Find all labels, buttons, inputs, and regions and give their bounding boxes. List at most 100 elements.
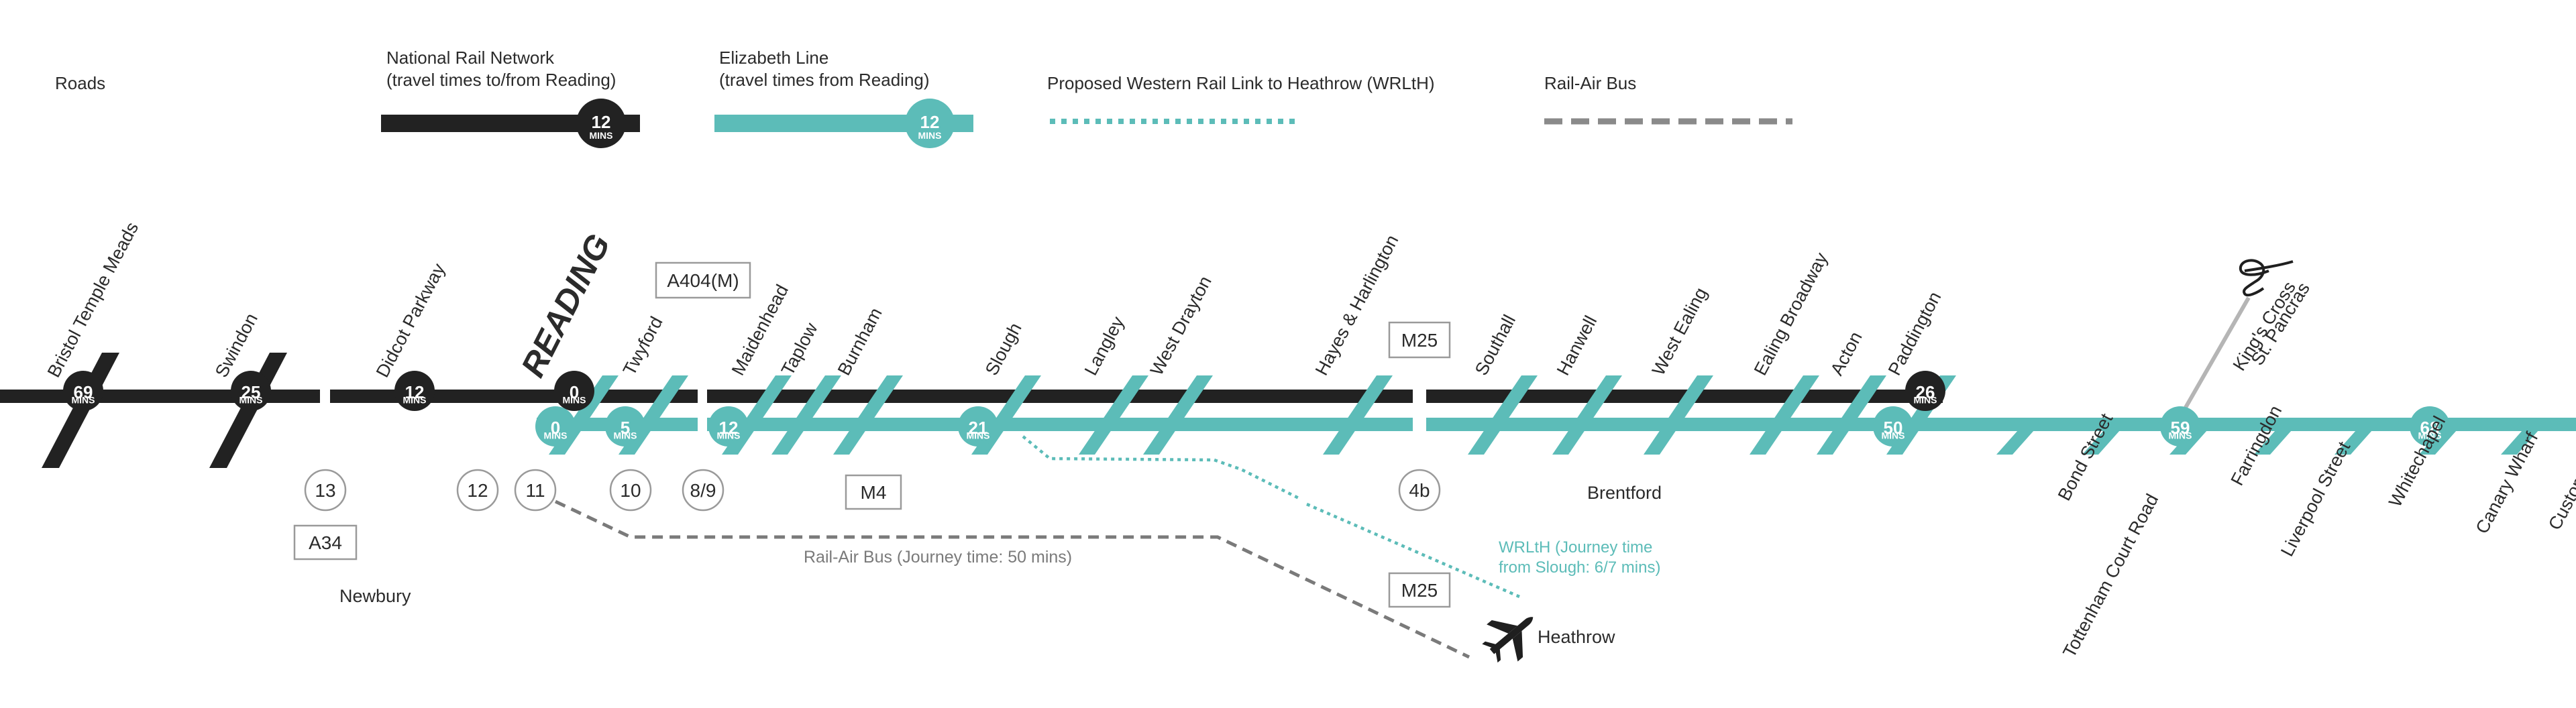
road-a404m: A404(M) bbox=[655, 261, 751, 299]
wrlth-note-line2: from Slough: 6/7 mins) bbox=[1499, 558, 1660, 577]
legend-rail-air-label: Rail-Air Bus bbox=[1544, 73, 1636, 93]
svg-text:MINS: MINS bbox=[614, 430, 637, 441]
legend-elizabeth-subtitle: (travel times from Reading) bbox=[719, 70, 930, 90]
label-custom-house: Custom House bbox=[2544, 418, 2576, 534]
el-tick-custom-house bbox=[2501, 430, 2538, 455]
motorway-junctions: 13 12 11 10 8/9 4b bbox=[304, 469, 1441, 512]
newbury-label: Newbury bbox=[339, 586, 411, 606]
el-tick-hanwell bbox=[1552, 375, 1622, 455]
svg-text:MINS: MINS bbox=[72, 395, 95, 406]
el-tick-tottenham-court-road bbox=[2082, 430, 2120, 455]
label-tottenham-court-road: Tottenham Court Road bbox=[2059, 491, 2162, 661]
svg-text:MINS: MINS bbox=[1882, 430, 1905, 441]
junction-8-9: 8/9 bbox=[682, 469, 724, 512]
el-tick-acton bbox=[1817, 375, 1886, 455]
svg-text:MINS: MINS bbox=[590, 130, 613, 141]
el-tick-burnham bbox=[833, 375, 903, 455]
label-twyford: Twyford bbox=[619, 313, 667, 379]
svg-text:MINS: MINS bbox=[2418, 430, 2442, 441]
label-reading: READING bbox=[514, 228, 618, 383]
svg-text:A34: A34 bbox=[309, 532, 342, 553]
svg-text:0: 0 bbox=[570, 382, 579, 402]
el-tick-west-drayton bbox=[1143, 375, 1213, 455]
svg-text:25: 25 bbox=[241, 382, 261, 402]
svg-text:MINS: MINS bbox=[239, 395, 263, 406]
label-acton: Acton bbox=[1827, 329, 1866, 379]
svg-text:12: 12 bbox=[405, 382, 425, 402]
svg-text:21: 21 bbox=[969, 418, 988, 438]
junction-4b: 4b bbox=[1398, 469, 1441, 512]
svg-text:M25: M25 bbox=[1401, 330, 1438, 351]
elizabeth-line-logo bbox=[2239, 259, 2294, 297]
label-burnham: Burnham bbox=[834, 304, 886, 379]
label-liverpool-street: Liverpool Street bbox=[2277, 438, 2355, 559]
label-bristol-temple-meads: Bristol Temple Meads bbox=[44, 219, 142, 381]
svg-text:12: 12 bbox=[719, 418, 739, 438]
brentford-label: Brentford bbox=[1587, 483, 1662, 503]
el-tick-southall bbox=[1468, 375, 1538, 455]
label-ealing-broadway: Ealing Broadway bbox=[1750, 249, 1832, 378]
svg-text:50: 50 bbox=[1884, 418, 1903, 438]
label-canary-wharf: Canary Wharf bbox=[2472, 428, 2542, 537]
el-tick-liverpool-street bbox=[2254, 430, 2292, 455]
legend-national-rail-subtitle: (travel times to/from Reading) bbox=[386, 70, 616, 90]
el-tick-bond-street bbox=[1996, 430, 2034, 455]
el-tick-west-ealing bbox=[1644, 375, 1713, 455]
legend-elizabeth-badge: 12 MINS bbox=[905, 99, 955, 148]
legend-elizabeth-title: Elizabeth Line bbox=[719, 48, 828, 68]
svg-text:8/9: 8/9 bbox=[690, 480, 716, 501]
rail-air-bus-route bbox=[554, 499, 1470, 659]
junction-11: 11 bbox=[514, 469, 557, 512]
svg-text:69: 69 bbox=[74, 382, 93, 402]
svg-text:MINS: MINS bbox=[967, 430, 990, 441]
legend-wrlth-label: Proposed Western Rail Link to Heathrow (… bbox=[1047, 73, 1435, 93]
svg-text:68: 68 bbox=[2420, 418, 2440, 438]
wrlth-route-heathrow bbox=[1306, 502, 1520, 599]
el-tick-ealing-broadway bbox=[1750, 375, 1819, 455]
svg-text:12: 12 bbox=[467, 480, 488, 501]
label-slough: Slough bbox=[981, 319, 1026, 378]
road-a34: A34 bbox=[293, 524, 358, 560]
svg-text:12: 12 bbox=[920, 112, 940, 132]
label-paddington: Paddington bbox=[1884, 288, 1945, 379]
label-hanwell: Hanwell bbox=[1553, 312, 1601, 379]
wrlth-note-line1: WRLtH (Journey time bbox=[1499, 538, 1652, 556]
legend-national-rail-title: National Rail Network bbox=[386, 48, 555, 68]
legend-roads-label: Roads bbox=[55, 73, 105, 93]
label-langley: Langley bbox=[1081, 313, 1128, 379]
label-taplow: Taplow bbox=[777, 319, 822, 379]
el-tick-taplow bbox=[771, 375, 841, 455]
el-tick-whitechapel bbox=[2334, 430, 2372, 455]
svg-text:MINS: MINS bbox=[1914, 395, 1937, 406]
junction-12: 12 bbox=[456, 469, 499, 512]
svg-text:13: 13 bbox=[315, 480, 335, 501]
legend-national-rail-badge: 12 MINS bbox=[576, 99, 626, 148]
svg-text:M25: M25 bbox=[1401, 580, 1438, 601]
label-didcot-parkway: Didcot Parkway bbox=[372, 260, 449, 381]
kings-cross-connector bbox=[2179, 296, 2251, 417]
heathrow-label: Heathrow bbox=[1538, 627, 1615, 647]
label-west-ealing: West Ealing bbox=[1648, 284, 1711, 379]
svg-text:MINS: MINS bbox=[2169, 430, 2192, 441]
svg-text:MINS: MINS bbox=[918, 130, 942, 141]
svg-text:MINS: MINS bbox=[563, 395, 586, 406]
svg-text:59: 59 bbox=[2171, 418, 2190, 438]
svg-text:10: 10 bbox=[620, 480, 641, 501]
rail-air-bus-note: Rail-Air Bus (Journey time: 50 mins) bbox=[804, 548, 1072, 567]
el-tick-hayes-harlington bbox=[1323, 375, 1393, 455]
airplane-icon bbox=[1482, 617, 1534, 663]
svg-text:26: 26 bbox=[1916, 382, 1935, 402]
junction-10: 10 bbox=[609, 469, 652, 512]
svg-text:MINS: MINS bbox=[403, 395, 427, 406]
svg-text:MINS: MINS bbox=[544, 430, 568, 441]
svg-text:MINS: MINS bbox=[717, 430, 741, 441]
